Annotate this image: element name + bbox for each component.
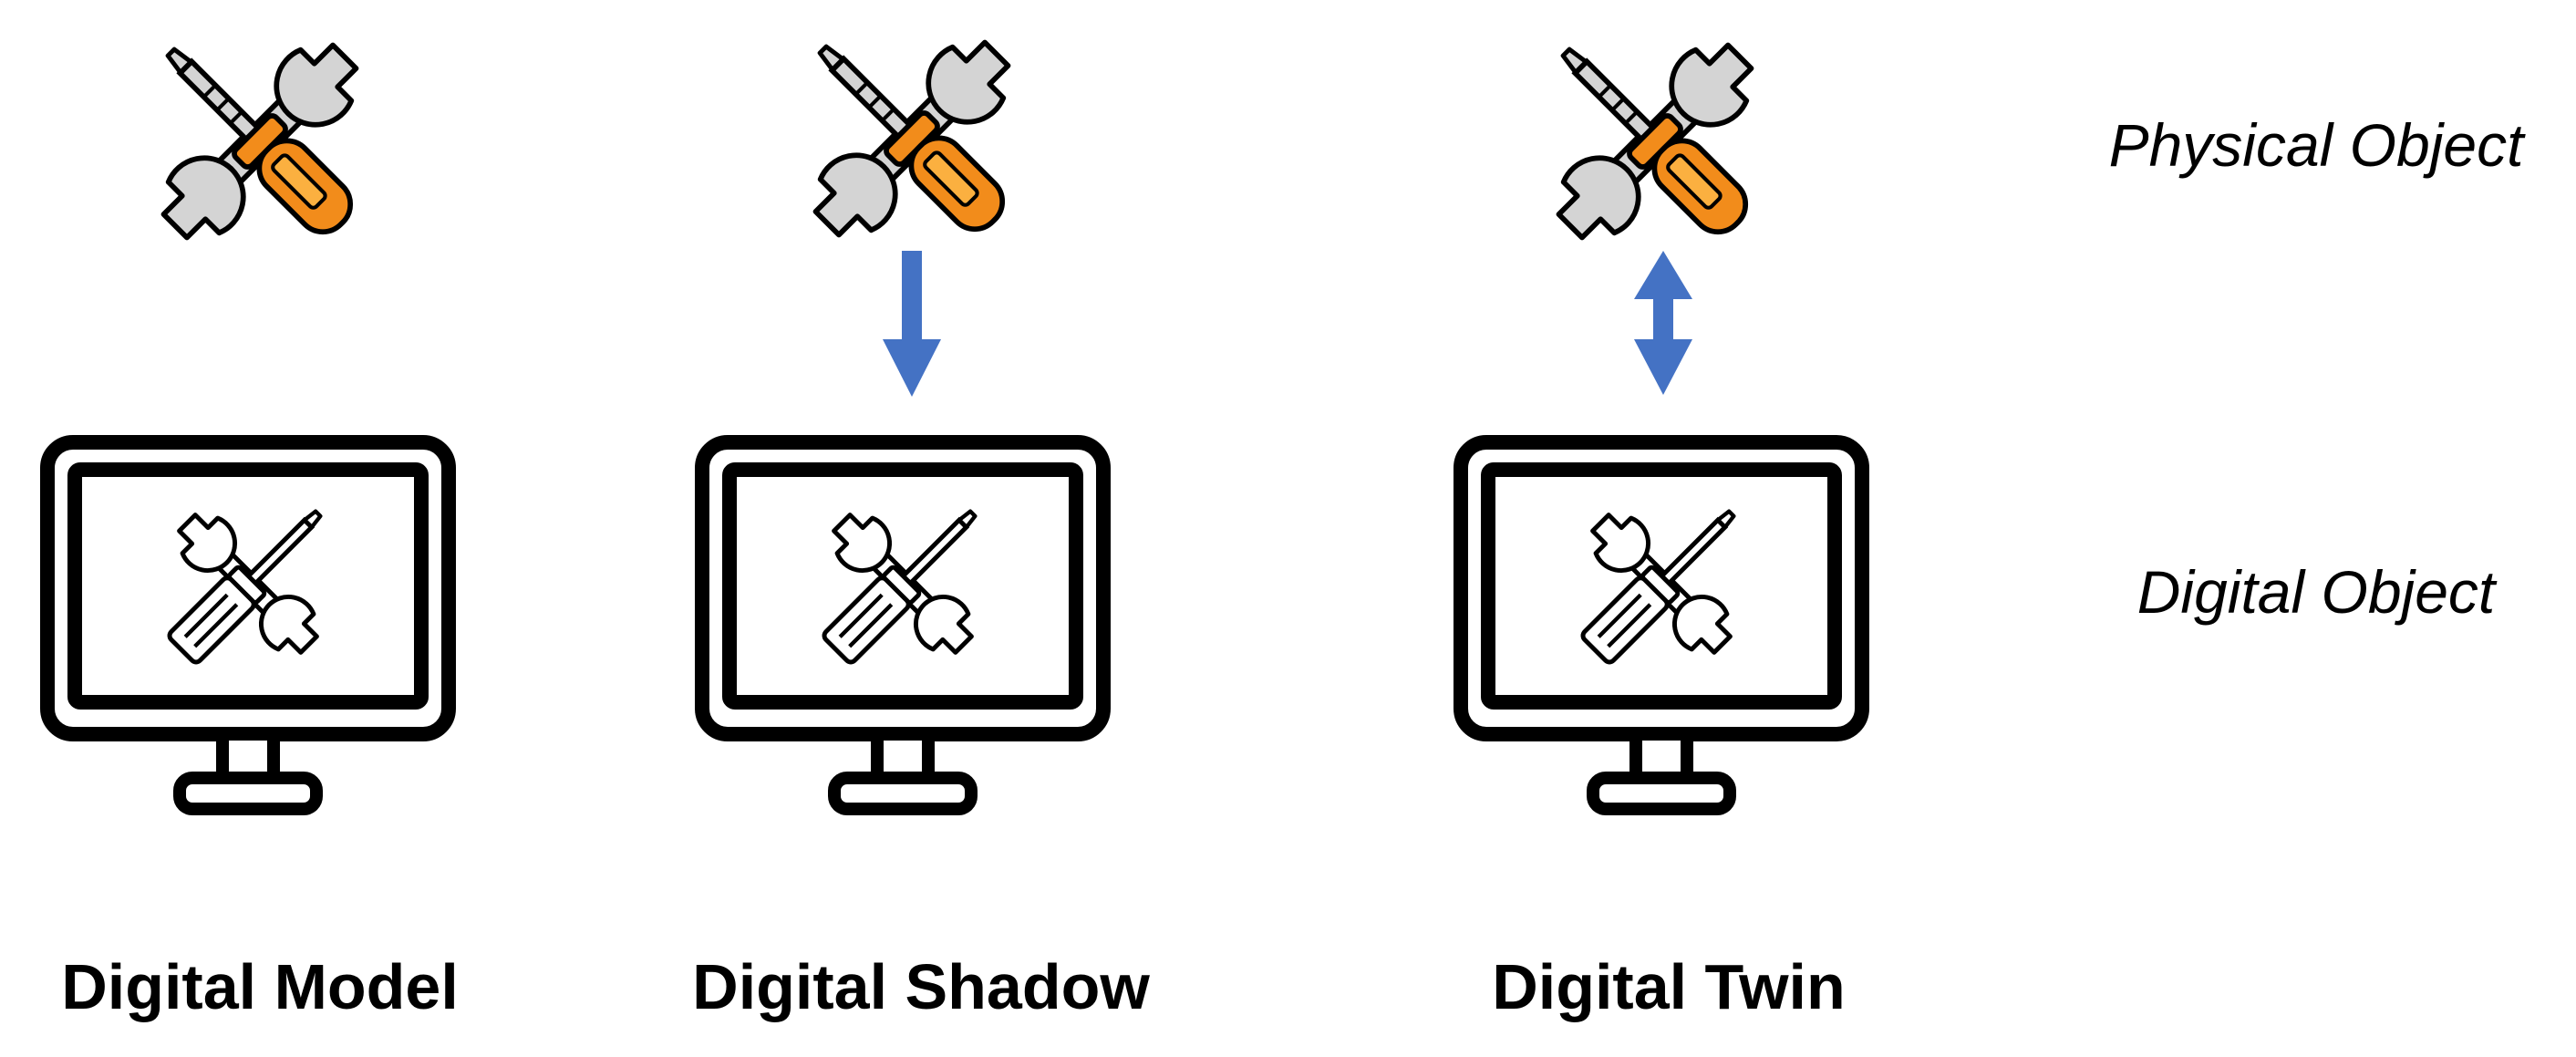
column-digital-model: Digital Model xyxy=(47,29,459,1022)
arrow-down-icon xyxy=(883,251,941,397)
row-label-digital: Digital Object xyxy=(2137,558,2498,626)
column-label-digital-twin: Digital Twin xyxy=(1492,951,1846,1022)
arrow-bidirectional-icon xyxy=(1634,251,1692,395)
column-label-digital-shadow: Digital Shadow xyxy=(692,951,1150,1022)
row-labels: Physical Object Digital Object xyxy=(2109,111,2527,626)
monitor-with-tools-icon xyxy=(1461,442,1862,809)
physical-tools-icon xyxy=(148,29,372,254)
physical-tools-icon xyxy=(800,26,1024,251)
row-label-physical: Physical Object xyxy=(2109,111,2527,179)
monitor-with-tools-icon xyxy=(702,442,1103,809)
column-label-digital-model: Digital Model xyxy=(61,951,459,1022)
column-digital-shadow: Digital Shadow xyxy=(692,26,1150,1022)
monitor-with-tools-icon xyxy=(47,442,449,809)
column-digital-twin: Digital Twin xyxy=(1461,29,1862,1022)
physical-tools-icon xyxy=(1543,29,1767,254)
